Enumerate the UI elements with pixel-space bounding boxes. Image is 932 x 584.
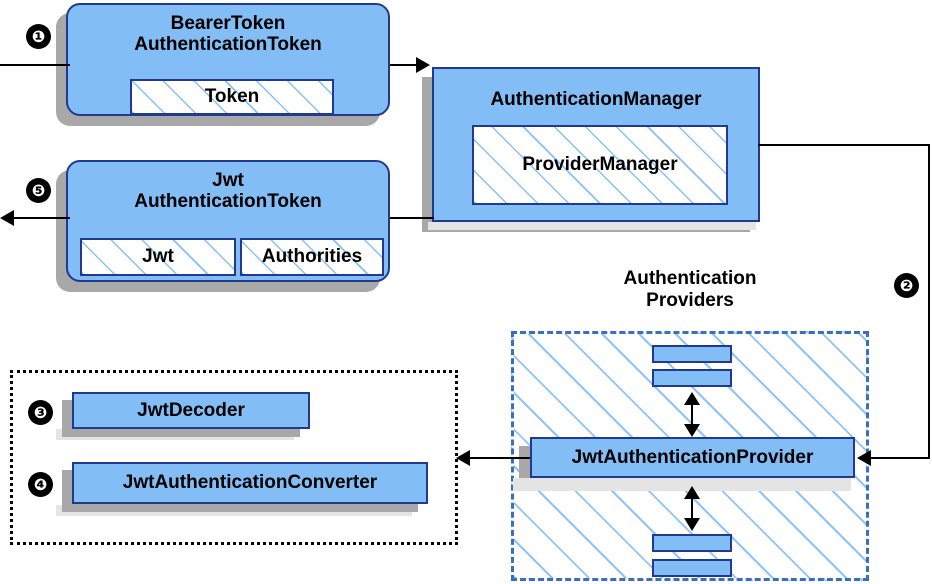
provider-chain-arrowhead-up-bottom	[684, 486, 700, 499]
other-provider-bar-top-2	[652, 369, 732, 387]
step-marker-5: ❺	[26, 178, 51, 203]
bearer-token-authentication-token-box[interactable]: BearerToken AuthenticationToken Token	[66, 3, 390, 116]
bearer-to-manager-arrowhead	[416, 57, 430, 73]
authentication-manager-box-shadow-light	[428, 222, 756, 230]
jwt-authentication-provider-shadow-light	[513, 478, 851, 491]
incoming-request-line	[0, 64, 70, 66]
bearer-to-manager-line	[390, 64, 418, 66]
provider-chain-line-top	[691, 398, 693, 434]
other-provider-bar-top-1	[652, 345, 732, 363]
authentication-providers-title-line2: Providers	[646, 289, 734, 311]
authentication-providers-title: Authentication Providers	[583, 268, 797, 312]
provider-to-decoder-arrowhead	[456, 450, 470, 466]
other-provider-bar-bottom-1	[652, 534, 732, 552]
authentication-providers-title-line1: Authentication	[623, 268, 757, 289]
bearer-token-title: BearerToken AuthenticationToken	[68, 13, 388, 56]
provider-chain-line-bottom	[691, 492, 693, 528]
provider-chain-arrowhead-up-top	[684, 392, 700, 405]
provider-manager-box: ProviderManager	[472, 125, 728, 205]
jwt-decoder-box[interactable]: JwtDecoder	[72, 392, 310, 429]
jwt-authentication-provider-box[interactable]: JwtAuthenticationProvider	[530, 437, 855, 478]
jwt-authentication-token-title: Jwt AuthenticationToken	[68, 170, 388, 213]
provider-chain-arrowhead-down-top	[684, 424, 700, 437]
step-marker-4: ❹	[28, 472, 53, 497]
bearer-token-title-line1: BearerToken	[170, 13, 286, 34]
authorities-field-box: Authorities	[240, 238, 384, 276]
authentication-manager-box[interactable]: AuthenticationManager ProviderManager	[432, 67, 760, 222]
step-marker-2: ❷	[894, 273, 919, 298]
step-marker-3: ❸	[28, 400, 53, 425]
other-provider-bar-bottom-2	[652, 559, 732, 577]
provider-to-decoder-line	[470, 457, 530, 459]
authentication-manager-title: AuthenticationManager	[490, 89, 702, 110]
bearer-token-title-line2: AuthenticationToken	[134, 34, 322, 56]
jwt-authentication-token-box[interactable]: Jwt AuthenticationToken Jwt Authorities	[66, 160, 390, 282]
jwt-field-box: Jwt	[80, 238, 236, 276]
manager-to-provider-line-bottom	[871, 457, 930, 459]
jwt-authentication-token-title-line1: Jwt	[212, 170, 244, 191]
jwt-authentication-converter-box[interactable]: JwtAuthenticationConverter	[72, 462, 428, 504]
provider-chain-arrowhead-down-bottom	[684, 518, 700, 531]
manager-to-provider-line-vertical	[928, 144, 930, 458]
manager-to-provider-line-top	[758, 144, 930, 146]
outgoing-result-line	[14, 217, 70, 219]
manager-to-provider-arrowhead	[857, 450, 871, 466]
outgoing-result-arrowhead	[0, 210, 14, 226]
step-marker-1: ❶	[26, 24, 51, 49]
token-field-box: Token	[130, 79, 334, 115]
manager-to-jwt-token-line	[390, 217, 434, 219]
jwt-authentication-token-title-line2: AuthenticationToken	[134, 191, 322, 213]
